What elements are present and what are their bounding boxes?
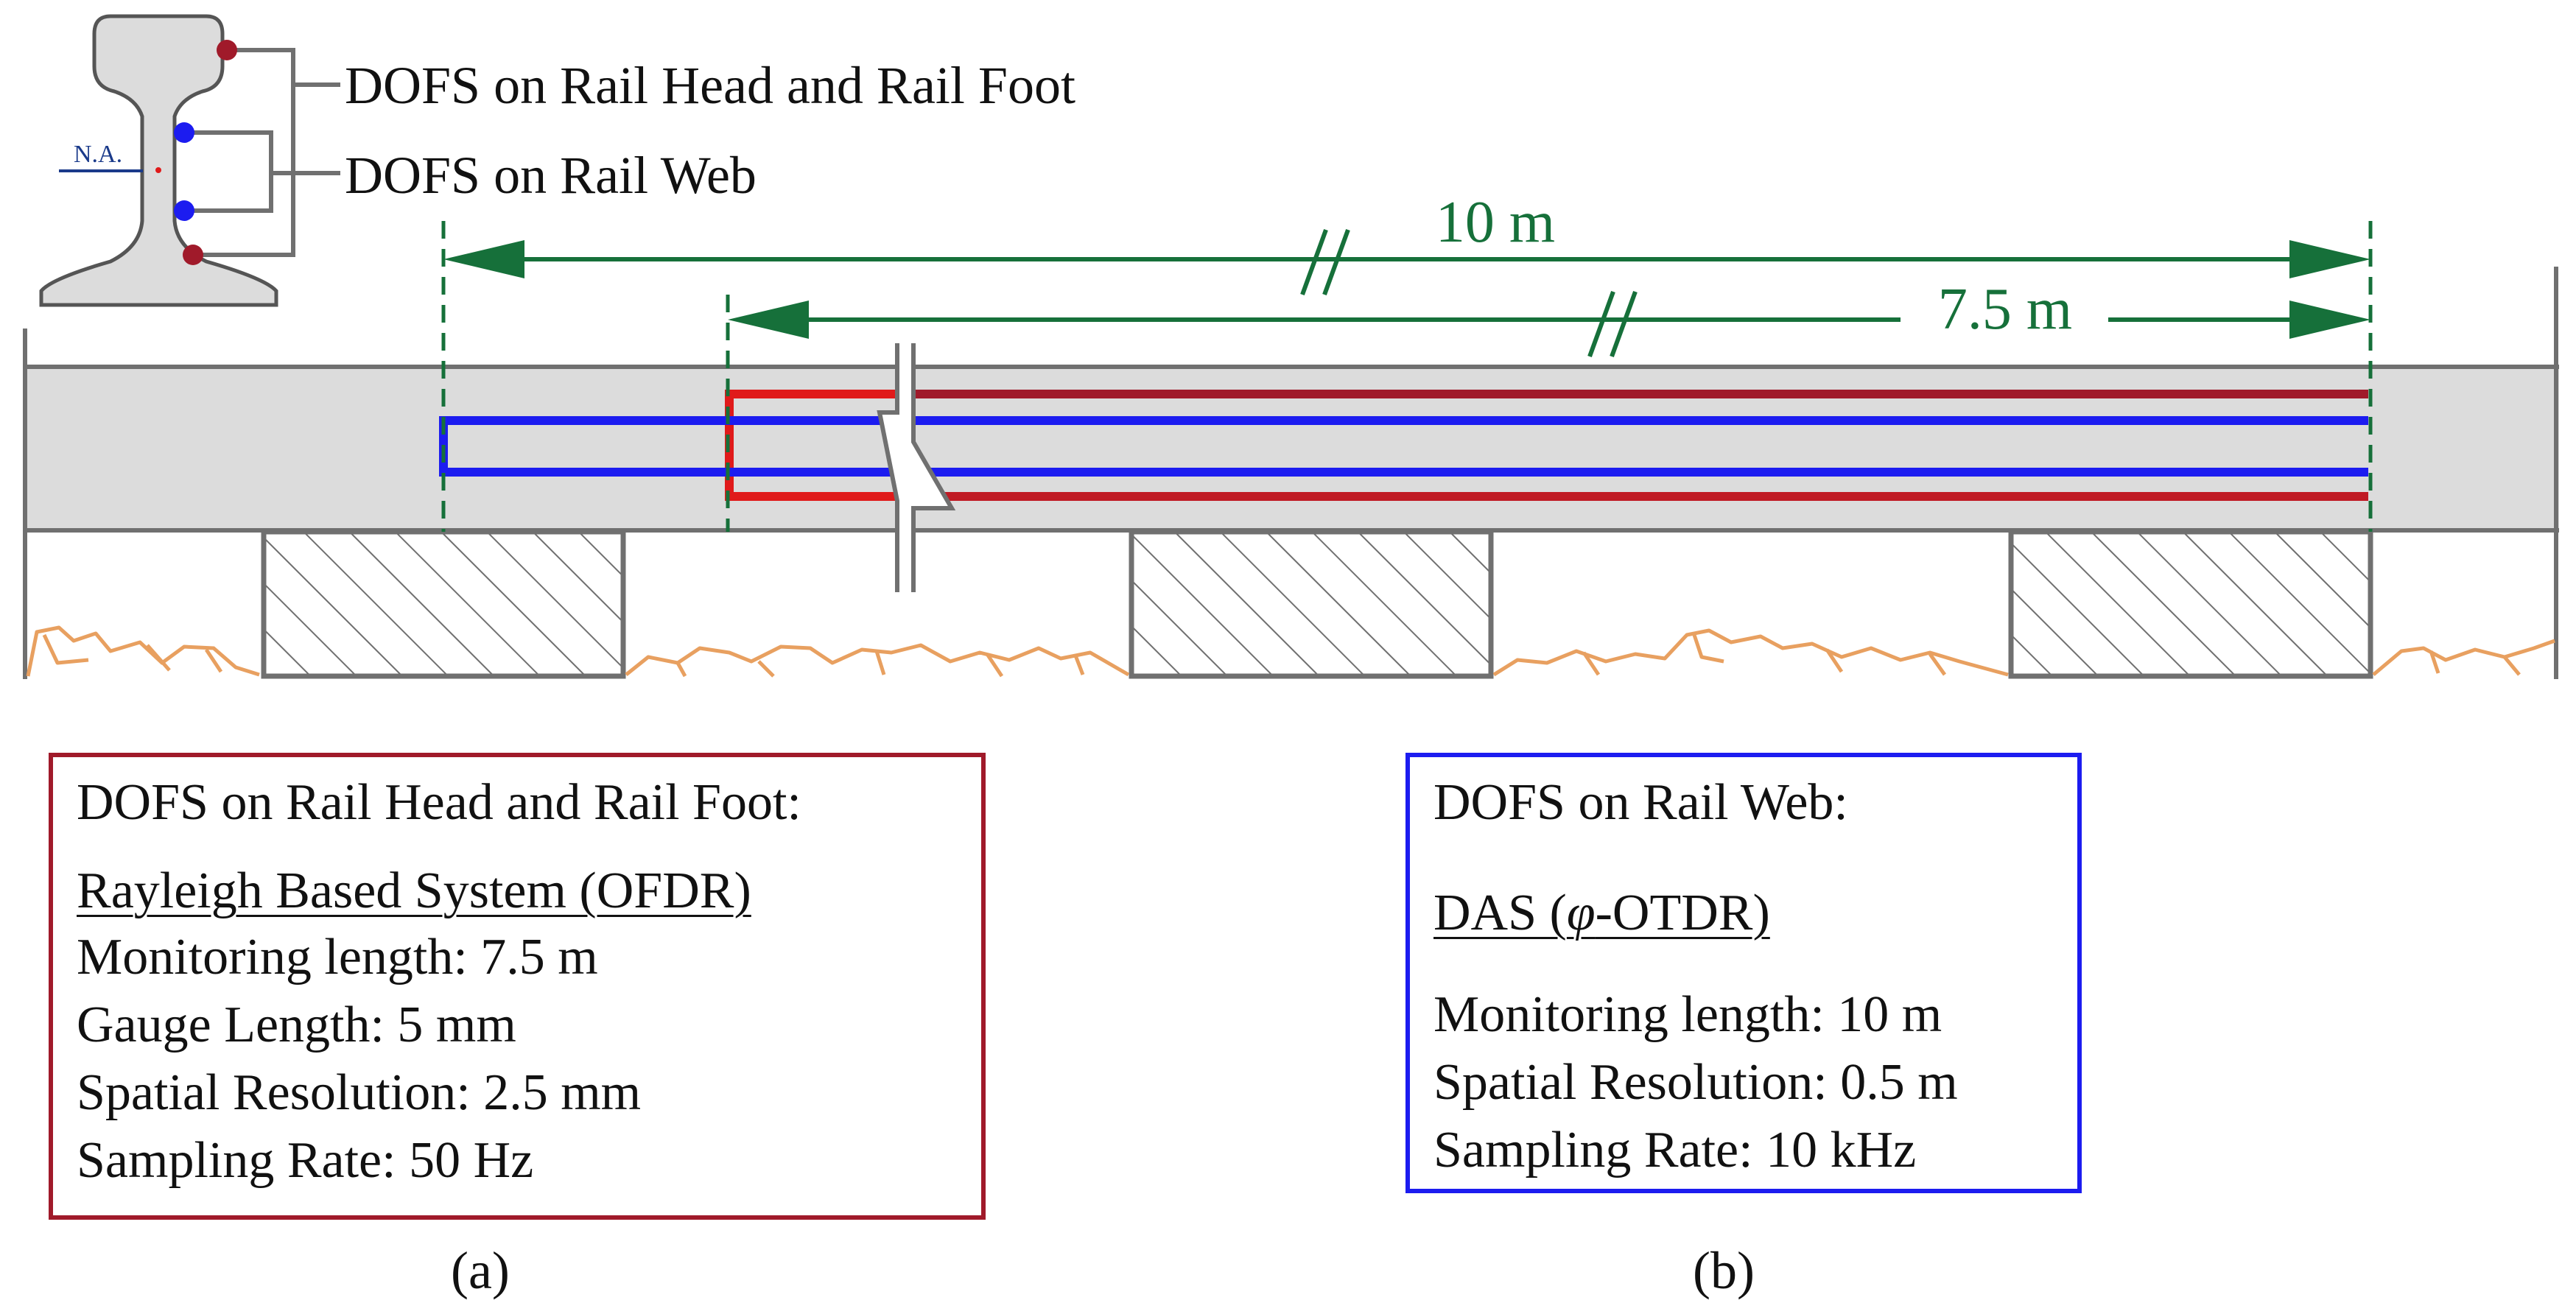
sensor-head-dot xyxy=(217,40,237,60)
label-dofs-web: DOFS on Rail Web xyxy=(345,146,757,205)
ballast xyxy=(26,625,2555,678)
sleeper-1 xyxy=(261,529,626,679)
sensor-web-upper-dot xyxy=(174,122,194,143)
box-a-sampling-rate: Sampling Rate: 50 Hz xyxy=(77,1132,534,1189)
arrowhead-7-5m-left xyxy=(728,301,809,339)
sleeper-2 xyxy=(1129,529,1494,679)
arrowhead-10m-right xyxy=(2289,240,2370,278)
sleepers xyxy=(261,529,2373,679)
neutral-axis-label: N.A. xyxy=(74,141,122,168)
box-a-spatial-resolution: Spatial Resolution: 2.5 mm xyxy=(77,1064,642,1121)
dimensions: 10 m 7.5 m xyxy=(441,190,2373,532)
dimension-break-7-5m-b xyxy=(1610,290,1638,358)
sensor-web-lower-dot xyxy=(174,200,194,221)
phi-symbol: φ xyxy=(1566,885,1596,941)
leader-web xyxy=(186,130,340,213)
box-a-gauge-length: Gauge Length: 5 mm xyxy=(77,997,516,1053)
dimension-label-7-5m: 7.5 m xyxy=(1938,277,2072,342)
rail-side-view xyxy=(23,267,2559,679)
arrowhead-10m-left xyxy=(443,240,524,278)
sleeper-3 xyxy=(2008,529,2373,679)
box-b-sampling-rate: Sampling Rate: 10 kHz xyxy=(1433,1122,1917,1178)
box-b-monitoring-length: Monitoring length: 10 m xyxy=(1433,986,1942,1043)
caption-b: (b) xyxy=(1693,1241,1755,1300)
dimension-label-10m: 10 m xyxy=(1436,190,1555,255)
caption-a: (a) xyxy=(451,1241,510,1300)
arrowhead-7-5m-right xyxy=(2289,301,2370,339)
dimension-break-7-5m-a xyxy=(1587,290,1615,358)
info-box-rail-web: DOFS on Rail Web: DAS (φ-OTDR) Monitorin… xyxy=(1405,753,2082,1193)
box-b-system-suffix: -OTDR) xyxy=(1595,885,1770,941)
info-box-rail-head-foot: DOFS on Rail Head and Rail Foot: Rayleig… xyxy=(49,753,986,1220)
break-symbol xyxy=(877,343,956,592)
dimension-label-7-5m-bg xyxy=(1893,273,2114,339)
rail-profile xyxy=(39,14,278,307)
box-b-spatial-resolution: Spatial Resolution: 0.5 m xyxy=(1433,1054,1958,1111)
box-b-heading: DOFS on Rail Web: xyxy=(1433,774,1848,831)
sensor-foot-dot xyxy=(183,245,203,265)
dimension-break-10m-b xyxy=(1322,228,1350,296)
box-b-system: DAS (φ-OTDR) xyxy=(1433,884,1770,943)
label-dofs-head-foot: DOFS on Rail Head and Rail Foot xyxy=(345,56,1075,115)
dimension-break-10m-a xyxy=(1300,228,1328,296)
box-a-monitoring-length: Monitoring length: 7.5 m xyxy=(77,929,598,986)
leader-head-foot xyxy=(193,48,340,257)
rail-cross-section: N.A. DOFS on Rail Head and Rail Foot DOF… xyxy=(39,14,1075,307)
box-a-system: Rayleigh Based System (OFDR) xyxy=(77,862,751,919)
neutral-axis-dot xyxy=(155,167,161,173)
box-b-system-prefix: DAS ( xyxy=(1433,885,1567,941)
box-a-heading: DOFS on Rail Head and Rail Foot: xyxy=(77,774,801,831)
